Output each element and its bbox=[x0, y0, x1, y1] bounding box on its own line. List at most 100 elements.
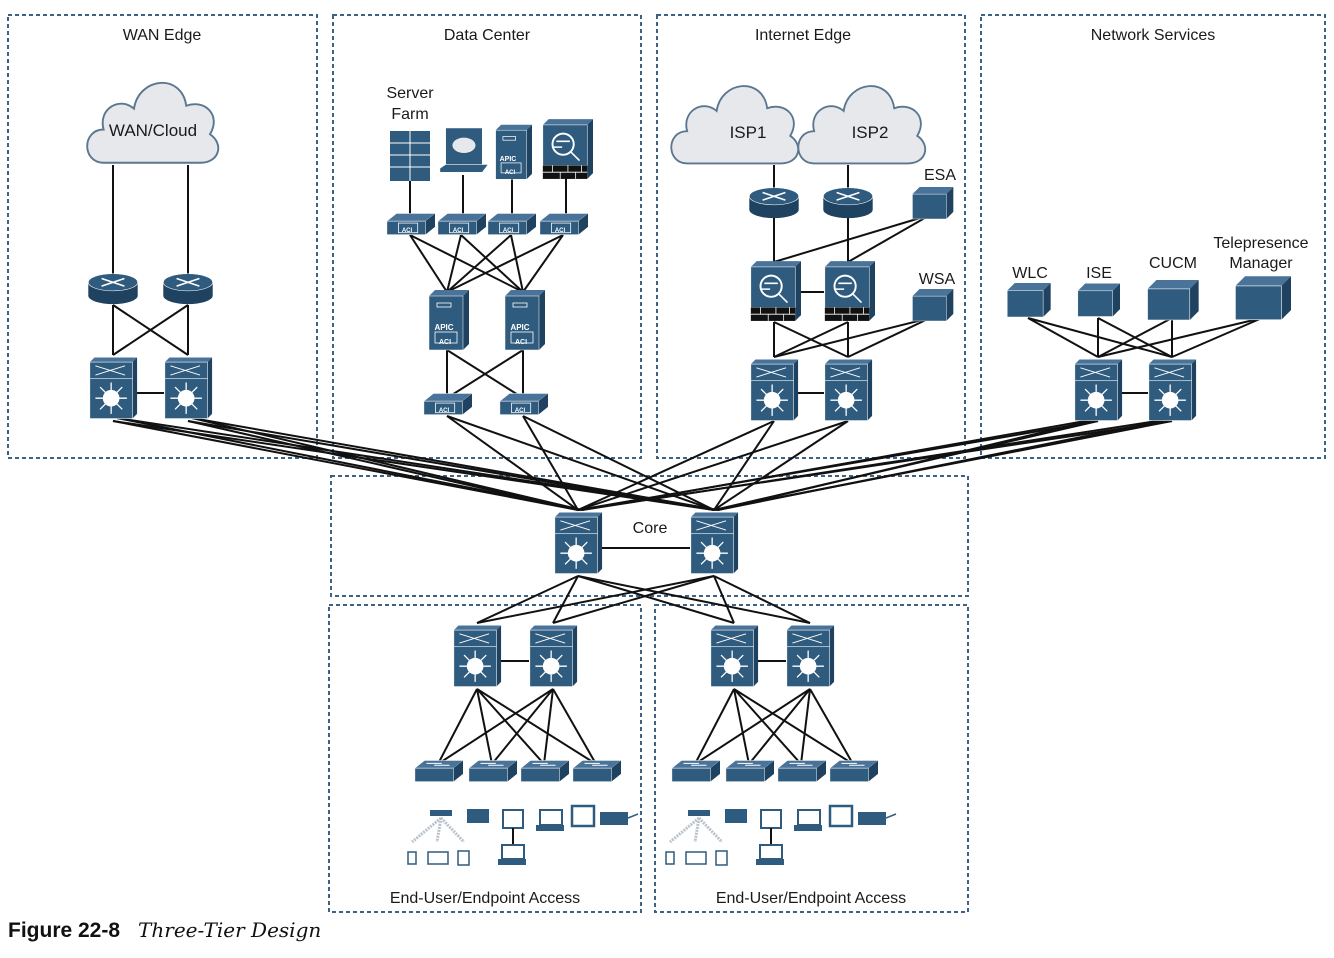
link bbox=[112, 420, 715, 511]
firewall-icon[interactable] bbox=[541, 118, 594, 180]
multilayer-switch-icon[interactable] bbox=[750, 358, 799, 422]
access-switch-icon[interactable] bbox=[829, 759, 879, 783]
router-icon[interactable] bbox=[748, 186, 800, 219]
section-title-internet-edge: Internet Edge bbox=[755, 27, 851, 44]
host-icon[interactable] bbox=[439, 127, 489, 173]
access-switch-icon[interactable] bbox=[520, 759, 570, 783]
link bbox=[694, 688, 811, 765]
multilayer-switch-icon[interactable] bbox=[89, 356, 138, 420]
pc-icon[interactable] bbox=[539, 809, 563, 826]
phone-icon[interactable] bbox=[407, 851, 417, 865]
wlc-icon[interactable] bbox=[1006, 282, 1052, 318]
access-switch-icon[interactable] bbox=[777, 759, 827, 783]
link bbox=[733, 688, 854, 765]
multilayer-switch-icon[interactable] bbox=[554, 511, 603, 575]
link bbox=[187, 420, 579, 511]
multilayer-switch-icon[interactable] bbox=[824, 358, 873, 422]
camera-icon[interactable] bbox=[467, 809, 489, 823]
section-title-network-services: Network Services bbox=[1091, 27, 1215, 44]
access-point-icon[interactable] bbox=[688, 810, 710, 816]
multilayer-switch-icon[interactable] bbox=[786, 624, 835, 688]
access-switch-icon[interactable] bbox=[572, 759, 622, 783]
workstation-icon[interactable] bbox=[501, 844, 525, 860]
multilayer-switch-icon[interactable] bbox=[710, 624, 759, 688]
ip-phone-icon[interactable] bbox=[760, 809, 782, 829]
server-icon[interactable] bbox=[389, 130, 431, 182]
cable bbox=[885, 813, 897, 819]
firewall-icon[interactable] bbox=[823, 260, 876, 322]
frame-network-services bbox=[980, 14, 1326, 459]
link bbox=[446, 415, 579, 511]
link bbox=[713, 575, 811, 624]
link bbox=[522, 415, 579, 511]
cucm-icon[interactable] bbox=[1147, 279, 1199, 321]
access-switch-icon[interactable] bbox=[414, 759, 464, 783]
access-point-icon[interactable] bbox=[430, 810, 452, 816]
aci-switch-label: ACI bbox=[439, 408, 450, 414]
link bbox=[1171, 317, 1263, 358]
router-icon[interactable] bbox=[162, 272, 214, 305]
pc-icon[interactable] bbox=[797, 809, 821, 826]
multilayer-switch-icon[interactable] bbox=[1148, 358, 1197, 422]
tablet-icon[interactable] bbox=[457, 850, 470, 866]
laptop-icon[interactable] bbox=[685, 851, 707, 865]
apic-label: APIC bbox=[510, 323, 529, 332]
router-icon[interactable] bbox=[822, 186, 874, 219]
video-endpoint-icon[interactable] bbox=[570, 804, 596, 828]
wireless-link bbox=[435, 817, 443, 843]
wireless-link bbox=[439, 816, 466, 844]
multilayer-switch-icon[interactable] bbox=[690, 511, 739, 575]
wireless-link bbox=[693, 817, 701, 843]
section-title-core: Core bbox=[633, 520, 668, 537]
access-switch-icon[interactable] bbox=[671, 759, 721, 783]
frame-wan-edge bbox=[7, 14, 318, 459]
section-title-wan-edge: WAN Edge bbox=[123, 27, 202, 44]
link bbox=[800, 688, 811, 765]
link bbox=[446, 234, 512, 293]
link bbox=[713, 420, 775, 511]
wireless-link bbox=[669, 816, 700, 844]
link bbox=[476, 575, 579, 624]
frame-data-center bbox=[332, 14, 642, 459]
access-switch-icon[interactable] bbox=[725, 759, 775, 783]
wsa-icon[interactable] bbox=[912, 288, 954, 322]
tablet-icon[interactable] bbox=[715, 850, 728, 866]
ip-phone-icon[interactable] bbox=[502, 809, 524, 829]
link bbox=[191, 417, 719, 511]
keyboard bbox=[756, 859, 784, 865]
multilayer-switch-icon[interactable] bbox=[164, 356, 213, 420]
iot-device-icon[interactable] bbox=[600, 812, 628, 825]
video-endpoint-icon[interactable] bbox=[828, 804, 854, 828]
aci-switch-label: ACI bbox=[503, 228, 514, 234]
telepresence-icon[interactable] bbox=[1235, 275, 1292, 321]
workstation-icon[interactable] bbox=[759, 844, 783, 860]
frame-internet-edge bbox=[656, 14, 966, 459]
esa-label: ESA bbox=[924, 167, 956, 184]
ise-icon[interactable] bbox=[1077, 283, 1121, 317]
link bbox=[717, 417, 1177, 511]
link bbox=[847, 214, 931, 263]
phone-icon[interactable] bbox=[665, 851, 675, 865]
multilayer-switch-icon[interactable] bbox=[453, 624, 502, 688]
iot-device-icon[interactable] bbox=[858, 812, 886, 825]
esa-icon[interactable] bbox=[912, 186, 954, 220]
aci-switch-label: ACI bbox=[555, 228, 566, 234]
wsa-label: WSA bbox=[919, 271, 956, 288]
frame-access-right bbox=[654, 604, 969, 913]
multilayer-switch-icon[interactable] bbox=[1074, 358, 1123, 422]
link bbox=[581, 417, 1177, 511]
multilayer-switch-icon[interactable] bbox=[529, 624, 578, 688]
access-switch-icon[interactable] bbox=[468, 759, 518, 783]
router-icon[interactable] bbox=[87, 272, 139, 305]
laptop-icon[interactable] bbox=[427, 851, 449, 865]
section-title-data-center: Data Center bbox=[444, 27, 531, 44]
wlc-label: WLC bbox=[1012, 265, 1048, 282]
firewall-icon[interactable] bbox=[749, 260, 802, 322]
aci-switch-label: ACI bbox=[515, 408, 526, 414]
link bbox=[577, 575, 735, 624]
frame-access-left bbox=[328, 604, 642, 913]
link bbox=[476, 688, 545, 765]
wireless-link bbox=[697, 816, 724, 844]
camera-icon[interactable] bbox=[725, 809, 747, 823]
